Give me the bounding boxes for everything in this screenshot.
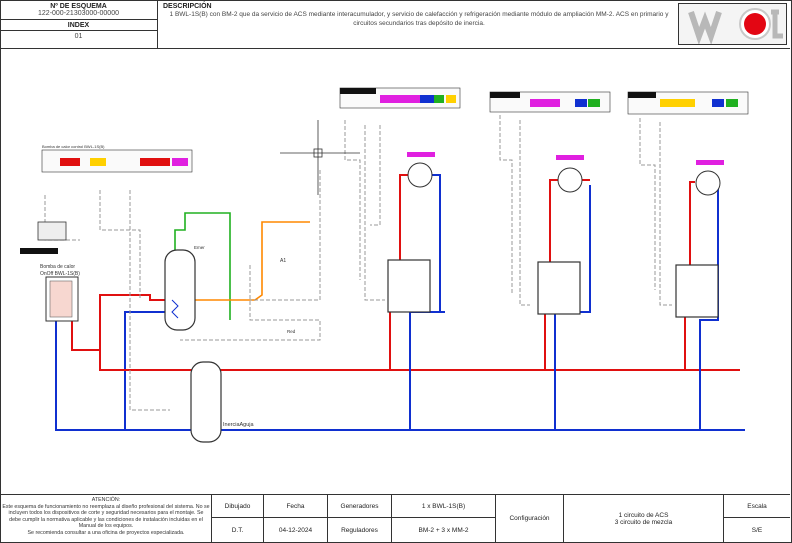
config-line-2: 3 circuito de mezcla <box>614 518 673 526</box>
wire-c1-b <box>364 125 385 301</box>
pipe-dhw-cold <box>174 212 231 320</box>
a1-label: A1 <box>280 258 286 264</box>
cable-label: Red <box>287 329 296 334</box>
config-label: Configuración <box>496 495 564 542</box>
pipe-hp-flow <box>71 290 165 351</box>
wire-c3-b <box>659 122 672 306</box>
description-label: DESCRIPCIÓN <box>163 3 212 10</box>
wire-c1-c <box>370 125 381 226</box>
config-value: 1 circuito de ACS 3 circuito de mezcla <box>564 495 724 542</box>
title-block-header: Nº DE ESQUEMA 122-000-21303000-00000 IND… <box>0 0 790 49</box>
dhw-tank <box>164 249 196 331</box>
generators-value: 1 x BWL-1S(B) <box>392 495 496 518</box>
wire-c2-a <box>499 115 513 295</box>
date-value: 04-12-2024 <box>264 518 328 542</box>
pipe-red-main <box>99 350 740 371</box>
crosshair <box>280 120 360 195</box>
wire-trunk <box>250 170 321 301</box>
index-label: INDEX <box>67 22 90 29</box>
hydraulic-diagram: Bomba de calor control BWL-1S(B) Bomba d… <box>20 87 749 443</box>
description-text: 1 BWL-1S(B) con BM-2 que da servicio de … <box>169 11 669 27</box>
mixing-module-2 <box>537 155 584 315</box>
drawn-label: Dibujado <box>212 495 264 518</box>
pipe-dhw-hot <box>195 221 310 301</box>
title-block-footer: ATENCIÓN: Este esquema de funcionamiento… <box>0 494 790 542</box>
scheme-no-label: Nº DE ESQUEMA <box>50 3 107 10</box>
wire-c1-a <box>344 120 361 280</box>
controller-strip-mm2-3 <box>627 91 749 115</box>
scale-label: Escala <box>724 495 790 518</box>
config-line-1: 1 circuito de ACS <box>618 511 669 519</box>
scale-value: S/E <box>751 526 763 534</box>
drawn-value: D.T. <box>212 518 264 542</box>
controller-strip-bm2 <box>41 149 193 173</box>
wire-hp-4 <box>180 265 321 341</box>
wire-hp-3 <box>129 190 170 411</box>
controller-strip-mm2-1 <box>339 87 461 109</box>
heat-pump-unit <box>20 221 79 322</box>
index-value: 01 <box>74 33 83 40</box>
wire-c3-a <box>639 118 656 290</box>
note-tail: Se recomienda consultar a una oficina de… <box>27 529 185 536</box>
note-text: Este esquema de funcionamiento no reempl… <box>2 503 210 530</box>
generators-label: Generadores <box>328 495 392 518</box>
wire-c2-b <box>519 120 530 306</box>
hp-label-1: Bomba de calor <box>40 264 75 270</box>
wolf-logo <box>678 3 787 45</box>
inertia-label: InerciaAguja <box>223 422 255 428</box>
mixing-module-3 <box>675 160 724 318</box>
mixing-module-1 <box>387 152 435 313</box>
wire-hp-2 <box>99 190 141 300</box>
regulators-value: BM-2 + 3 x MM-2 <box>392 518 496 542</box>
scheme-info: Nº DE ESQUEMA 122-000-21303000-00000 IND… <box>0 0 158 48</box>
date-label: Fecha <box>264 495 328 518</box>
inertia-tank <box>190 361 222 443</box>
hp-control-label: Bomba de calor control BWL-1S(B) <box>42 144 105 149</box>
note-title: ATENCIÓN: <box>91 497 121 503</box>
scheme-no-value: 122-000-21303000-00000 <box>38 10 119 17</box>
wolf-logo-art <box>679 4 786 45</box>
note-cell: ATENCIÓN: Este esquema de funcionamiento… <box>0 495 212 542</box>
hp-label-2: OnOff BWL-1S(B) <box>40 271 80 277</box>
eco-label: Emer <box>194 245 205 250</box>
regulators-label: Reguladores <box>328 518 392 542</box>
controller-strip-mm2-2 <box>489 91 611 113</box>
